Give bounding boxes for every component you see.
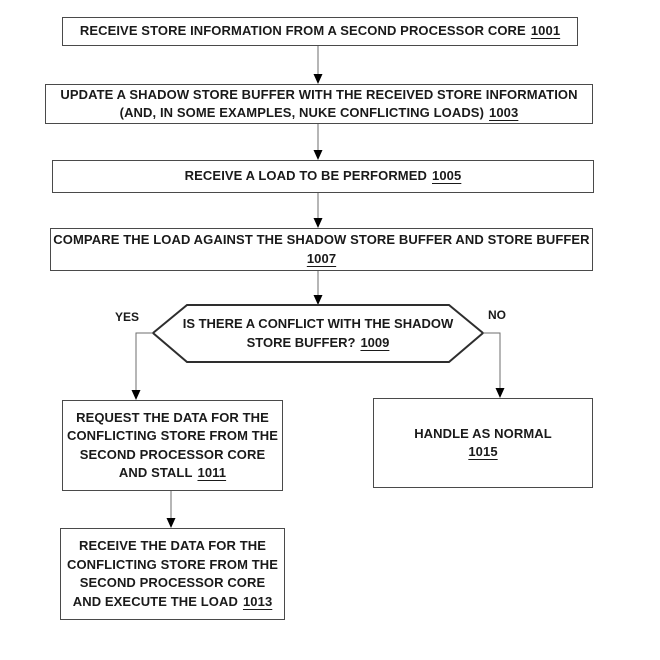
connector-no-1009-1015 <box>483 332 501 390</box>
arrowhead-1011 <box>131 390 141 400</box>
flow-step-compare-load: COMPARE THE LOAD AGAINST THE SHADOW STOR… <box>50 228 593 271</box>
step-text: REQUEST THE DATA FOR THE <box>76 409 269 425</box>
ref-numeral-1009: 1009 <box>360 334 390 350</box>
flow-step-handle-as-normal: HANDLE AS NORMAL 1015 <box>373 398 593 488</box>
step-text: SECOND PROCESSOR CORE <box>79 446 266 462</box>
step-text: HANDLE AS NORMAL <box>414 425 552 441</box>
ref-numeral-1005: 1005 <box>432 168 462 184</box>
ref-numeral-1015: 1015 <box>468 444 498 459</box>
arrowhead-1009 <box>313 295 323 305</box>
flow-step-receive-data-execute: RECEIVE THE DATA FOR THE CONFLICTING STO… <box>60 528 285 620</box>
step-text: (AND, IN SOME EXAMPLES, NUKE CONFLICTING… <box>119 105 485 120</box>
flow-step-update-shadow-buffer: UPDATE A SHADOW STORE BUFFER WITH THE RE… <box>45 84 593 124</box>
arrowhead-1007 <box>313 218 323 228</box>
step-text: AND STALL <box>118 465 193 480</box>
branch-label-no: NO <box>488 308 506 322</box>
flow-step-receive-load: RECEIVE A LOAD TO BE PERFORMED 1005 <box>52 160 594 193</box>
decision-conflict-shadow-buffer: IS THERE A CONFLICT WITH THE SHADOW STOR… <box>170 305 466 362</box>
step-text: AND EXECUTE THE LOAD <box>72 593 238 609</box>
branch-label-yes: YES <box>114 310 139 324</box>
step-text: RECEIVE THE DATA FOR THE <box>78 538 267 553</box>
arrowhead-1003 <box>313 74 323 84</box>
flow-step-receive-store-info: RECEIVE STORE INFORMATION FROM A SECOND … <box>62 17 578 46</box>
ref-numeral-1011: 1011 <box>197 465 227 480</box>
decision-text: IS THERE A CONFLICT WITH THE SHADOW <box>182 316 454 331</box>
step-text: RECEIVE STORE INFORMATION FROM A SECOND … <box>79 23 526 39</box>
arrowhead-1005 <box>313 150 323 160</box>
decision-text: STORE BUFFER? <box>246 334 356 350</box>
ref-numeral-1007: 1007 <box>306 250 337 266</box>
ref-numeral-1001: 1001 <box>530 23 561 39</box>
ref-numeral-1013: 1013 <box>242 593 273 609</box>
step-text: CONFLICTING STORE FROM THE <box>66 428 279 443</box>
ref-numeral-1003: 1003 <box>489 105 519 120</box>
step-text: CONFLICTING STORE FROM THE <box>66 556 279 572</box>
connector-yes-1009-1011 <box>135 332 153 392</box>
step-text: UPDATE A SHADOW STORE BUFFER WITH THE RE… <box>60 86 578 102</box>
step-text: COMPARE THE LOAD AGAINST THE SHADOW STOR… <box>53 232 590 247</box>
arrowhead-1013 <box>166 518 176 528</box>
step-text: SECOND PROCESSOR CORE <box>79 575 266 590</box>
arrowhead-1015 <box>495 388 505 398</box>
step-text: RECEIVE A LOAD TO BE PERFORMED <box>184 168 427 184</box>
flow-step-request-data-stall: REQUEST THE DATA FOR THE CONFLICTING STO… <box>62 400 283 491</box>
